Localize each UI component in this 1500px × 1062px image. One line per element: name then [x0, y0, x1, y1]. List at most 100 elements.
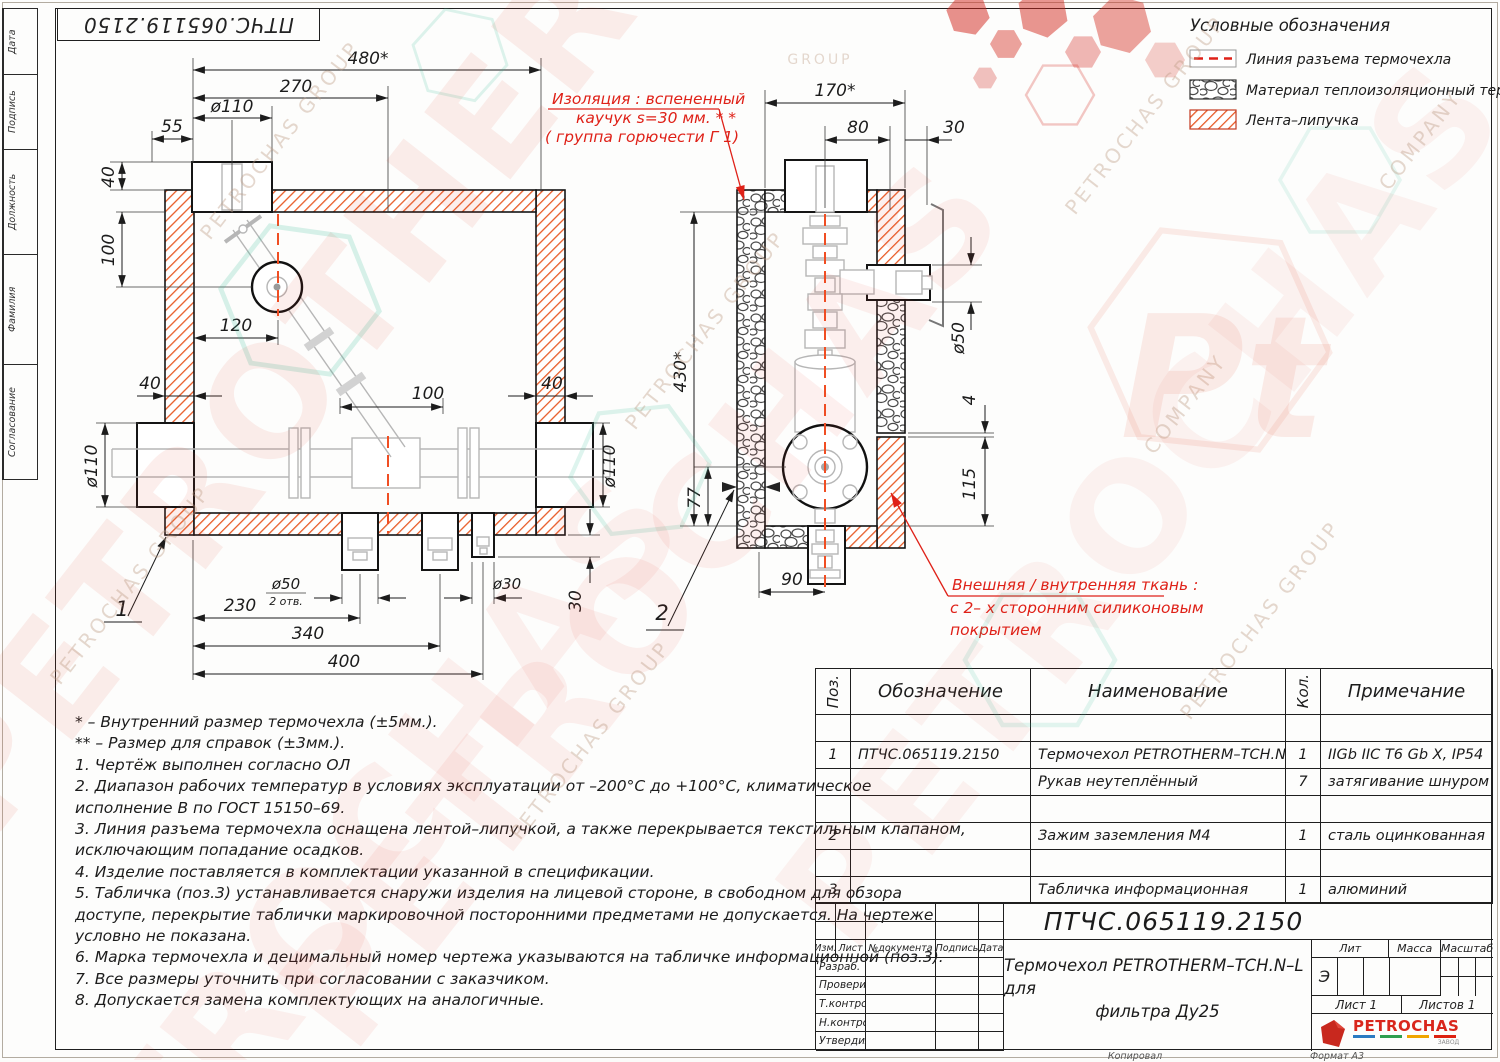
legend: Условные обозначения Линия разъема термо… [1189, 16, 1500, 130]
dim-label: 40 [99, 166, 119, 188]
tb-row-label: Н.контроль [816, 1013, 866, 1033]
parts-cell: алюминий [1321, 877, 1493, 904]
note-line: 7. Все размеры уточнить при согласовании… [75, 969, 550, 988]
parts-cell [1286, 715, 1321, 742]
tb-info: Лит Масса Масштаб Э Лист 1 Листов [1311, 940, 1493, 1051]
scale-header: Масштаб [1441, 940, 1493, 958]
dim-label: ø110 [82, 445, 102, 489]
parts-header-designation: Обозначение [851, 669, 1031, 715]
parts-header-qty: Кол. [1286, 669, 1321, 715]
tb-empty-cell [936, 1032, 979, 1051]
parts-cell [851, 877, 1031, 904]
dim-label: 2 отв. [269, 595, 303, 608]
dim-label: 480* [348, 49, 389, 69]
parts-table: Поз. Обозначение Наименование Кол. Приме… [815, 668, 1493, 904]
left-pipe-cutout [136, 422, 195, 508]
note-line: исключающим попадание осадков. [75, 841, 365, 860]
parts-cell [1321, 796, 1493, 823]
tb-small-cell [836, 904, 866, 922]
tb-small-cell [866, 904, 936, 922]
petrochas-logo-text: PETROCHAS [1353, 1017, 1460, 1035]
tb-small-cell [936, 904, 979, 922]
legend-swatch-velcro [1189, 109, 1237, 130]
tb-header-cell: Подпись [936, 940, 979, 958]
parts-cell [1286, 850, 1321, 877]
tb-header-cell: Лист [836, 940, 866, 958]
dim-label: 90 [781, 570, 803, 590]
parts-header-note: Примечание [1321, 669, 1493, 715]
parts-cell: Табличка информационная [1031, 877, 1286, 904]
dim-label: 55 [161, 117, 183, 137]
tb-row-label: Т.контроль [816, 995, 866, 1014]
parts-cell: 3 [816, 877, 851, 904]
tb-empty-cell [866, 976, 936, 996]
dim-label: 40 [139, 374, 161, 394]
tb-empty-cell [936, 995, 979, 1014]
note-line: * – Внутренний размер термочехла (±5мм.)… [75, 713, 438, 731]
rotated-doc-number-stamp: ПТЧС.065119.2150 [57, 8, 320, 41]
dim-label: 30 [566, 590, 586, 612]
footer-copied: Копировал [1107, 1051, 1163, 1062]
tb-empty-cell [936, 976, 979, 996]
parts-cell: 2 [816, 823, 851, 850]
dim-label: 170* [815, 81, 856, 101]
note-line: 4. Изделие поставляется в комплектации у… [75, 862, 655, 881]
parts-cell [851, 715, 1031, 742]
legend-item-label: Линия разъема термочехла [1245, 52, 1451, 68]
tb-empty-cell [866, 995, 936, 1014]
parts-cell: затягивание шнуром [1321, 769, 1493, 796]
parts-header-name: Наименование [1031, 669, 1286, 715]
parts-cell [816, 769, 851, 796]
tb-small-cell [936, 922, 979, 940]
note-line: 3. Линия разъема термочехла оснащена лен… [75, 820, 966, 839]
parts-cell: 1 [1286, 877, 1321, 904]
parts-cell [816, 715, 851, 742]
mass-cell [1389, 958, 1442, 996]
parts-cell [851, 850, 1031, 877]
note-line: 1. Чертёж выполнен согласно ОЛ [75, 755, 351, 774]
legend-swatch-insulation [1189, 79, 1237, 100]
tb-small-cell [866, 922, 936, 940]
note-line: ** – Размер для справок (±3мм.). [75, 734, 346, 753]
dim-label: 100 [99, 234, 119, 266]
note-line: доступе, перекрытие таблички маркировочн… [75, 905, 934, 924]
parts-cell: 1 [816, 742, 851, 769]
parts-cell: Термочехол PETROTHERM–TCH.N–L [1031, 742, 1286, 769]
tb-header-cell: Дата [979, 940, 1004, 958]
position-number-2: 2 [655, 601, 668, 625]
dim-label: 270 [280, 77, 312, 97]
tb-empty-cell [979, 1032, 1004, 1051]
logo-color-bars [1353, 1035, 1459, 1038]
margin-cell: Согласование [2, 365, 38, 480]
petrochas-logo-icon [1321, 1019, 1345, 1047]
parts-cell [851, 769, 1031, 796]
tb-small-cell [979, 904, 1004, 922]
callout-insulation: Изоляция : вспененный каучук s=30 мм. * … [545, 90, 745, 201]
parts-cell: 1 [1286, 742, 1321, 769]
tb-empty-cell [979, 958, 1004, 977]
tb-doc-number: ПТЧС.065119.2150 [1004, 904, 1493, 940]
tb-row-label: Утвердил [816, 1032, 866, 1051]
tb-empty-cell [979, 1013, 1004, 1033]
note-line: условно не показана. [75, 927, 252, 946]
parts-header-pos: Поз. [816, 669, 851, 715]
petrochas-logo-sub: ЗАВОД [1437, 1039, 1460, 1046]
petrochas-logo: PETROCHAS ЗАВОД [1311, 1014, 1493, 1051]
scale-grid [1441, 958, 1493, 996]
mass-header: Масса [1389, 940, 1441, 958]
dim-label: 400 [328, 652, 360, 672]
tb-small-cell [816, 904, 836, 922]
margin-cell: Дата [2, 8, 38, 75]
parts-cell: 7 [1286, 769, 1321, 796]
tb-header-cell: №документа [866, 940, 936, 958]
position-number-1: 1 [115, 597, 128, 621]
note-line: 5. Табличка (поз.3) устанавливается снар… [75, 884, 903, 903]
parts-cell [1031, 796, 1286, 823]
parts-cell: Зажим заземления М4 [1031, 823, 1286, 850]
callout-insulation-line3: ( группа горючести Г 1) [545, 128, 739, 146]
tb-empty-cell [936, 958, 979, 977]
lit-header: Лит [1312, 940, 1390, 958]
